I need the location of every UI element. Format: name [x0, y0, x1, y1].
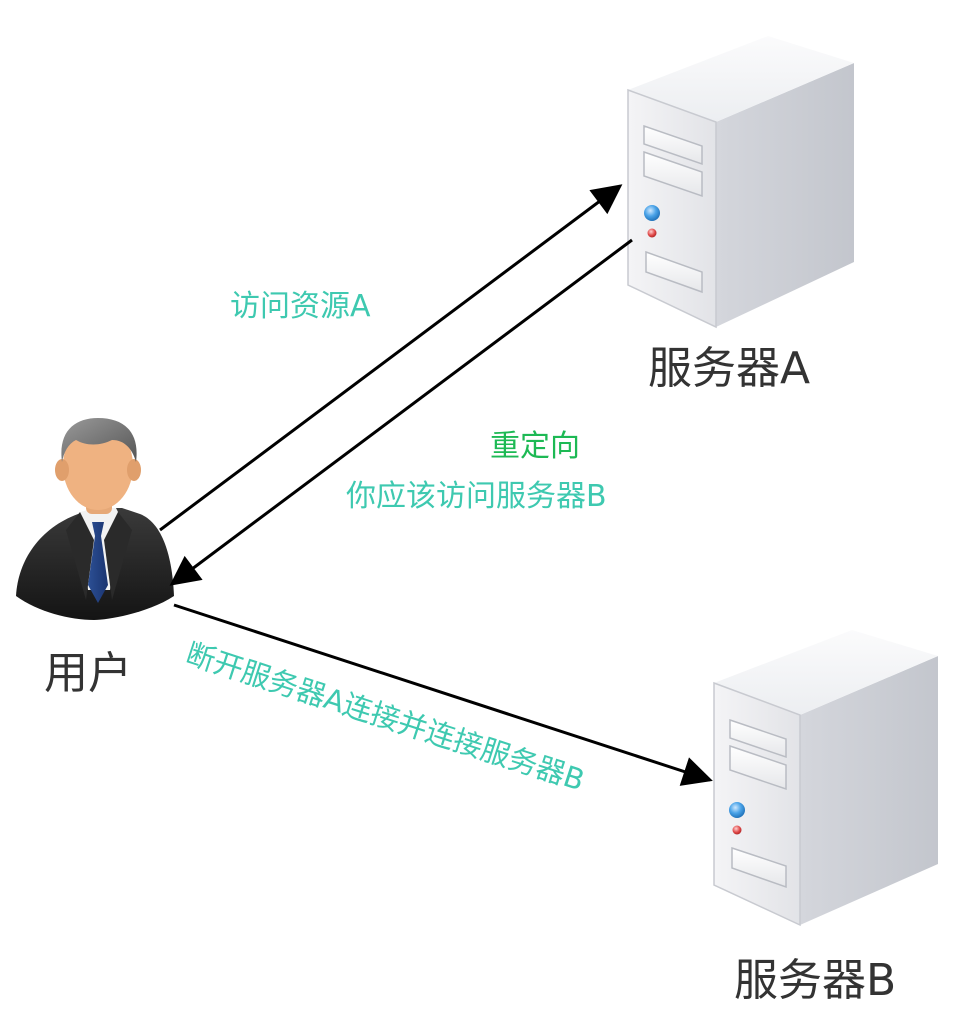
reconnect-arrow — [173, 603, 713, 786]
access-arrow — [159, 184, 623, 532]
redirect-arrow — [169, 238, 633, 586]
server-b-icon — [713, 630, 938, 927]
reconnect-label: 断开服务器A连接并连接服务器B — [182, 636, 589, 797]
user-label: 用户 — [44, 648, 132, 699]
user-icon — [16, 418, 174, 620]
redirect-detail: 你应该访问服务器B — [346, 479, 607, 514]
access-label: 访问资源A — [230, 289, 371, 324]
server-a-label: 服务器A — [648, 343, 810, 394]
server-b-label: 服务器B — [734, 955, 896, 1006]
redirect-title: 重定向 — [490, 429, 580, 464]
server-a-icon — [627, 36, 854, 329]
